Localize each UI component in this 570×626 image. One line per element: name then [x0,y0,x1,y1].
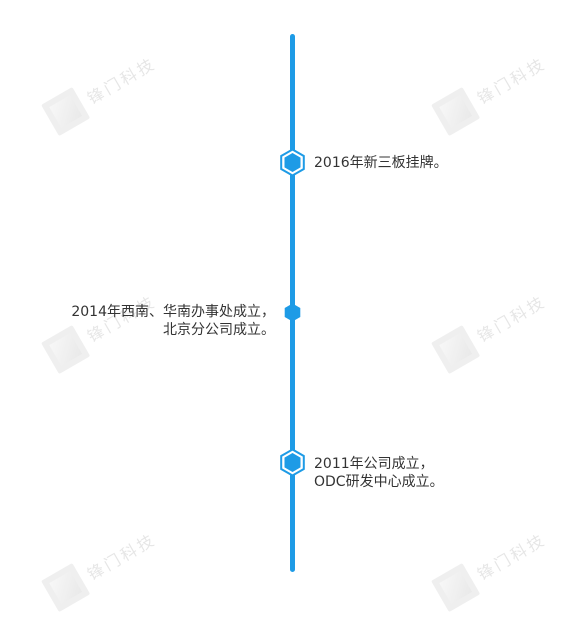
timeline-marker-2011 [278,448,307,477]
event-line: 2011年公司成立， [314,456,434,472]
hexagon-icon [280,148,305,177]
watermark-logo-icon [431,324,481,375]
watermark: 锋门科技 [37,514,171,626]
watermark-logo-icon [41,86,91,137]
timeline-marker-2016 [278,148,307,177]
watermark-text: 锋门科技 [474,53,550,109]
watermark-logo-icon [431,86,481,137]
timeline-event-2011: 2011年公司成立， ODC研发中心成立。 [314,455,444,491]
event-line: 北京分公司成立。 [163,322,275,338]
event-line: 2014年西南、华南办事处成立， [71,304,275,320]
hexagon-icon [280,448,305,477]
watermark-text: 锋门科技 [474,529,550,585]
watermark-text: 锋门科技 [84,529,160,585]
timeline-event-2016: 2016年新三板挂牌。 [314,154,448,172]
watermark-text: 锋门科技 [84,53,160,109]
watermark: 锋门科技 [37,38,171,150]
watermark-logo-icon [431,562,481,613]
watermark: 锋门科技 [427,276,561,388]
timeline-line [290,34,295,572]
watermark-logo-icon [41,562,91,613]
timeline-event-2014: 2014年西南、华南办事处成立， 北京分公司成立。 [71,303,275,339]
timeline-marker-2014 [283,303,302,322]
event-line: 2016年新三板挂牌。 [314,155,448,171]
watermark: 锋门科技 [427,514,561,626]
event-line: ODC研发中心成立。 [314,474,444,490]
hexagon-icon [284,303,301,322]
watermark-text: 锋门科技 [474,291,550,347]
watermark: 锋门科技 [427,38,561,150]
